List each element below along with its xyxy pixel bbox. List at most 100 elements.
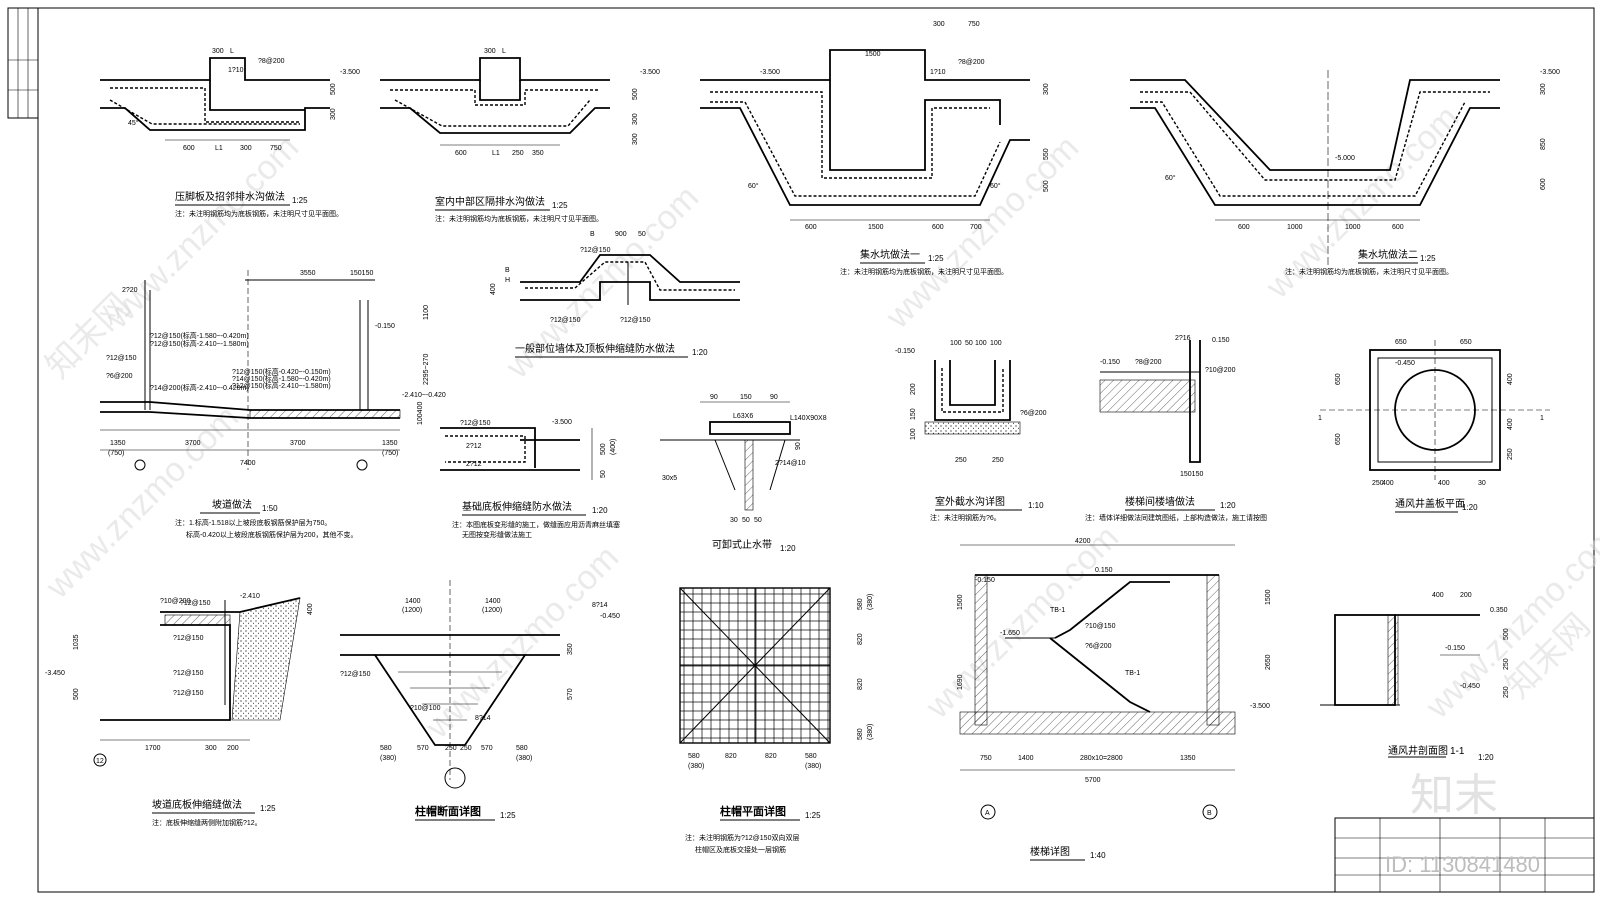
- svg-text:5700: 5700: [1085, 777, 1101, 784]
- svg-text:(1200): (1200): [482, 607, 502, 614]
- svg-text:?14@150(标高-1.580~-0.420m): ?14@150(标高-1.580~-0.420m): [232, 374, 331, 383]
- svg-text:400: 400: [1382, 480, 1394, 487]
- svg-text:1400: 1400: [405, 598, 421, 605]
- svg-text:200: 200: [227, 745, 239, 752]
- svg-text:注：未注明钢筋均为底板钢筋，未注明尺寸见平面图。: 注：未注明钢筋均为底板钢筋，未注明尺寸见平面图。: [1285, 267, 1453, 276]
- svg-text:注：未注明钢筋为?12@150双向双层: 注：未注明钢筋为?12@150双向双层: [685, 833, 799, 842]
- svg-text:?12@150: ?12@150: [580, 247, 611, 254]
- svg-text:7400: 7400: [240, 460, 256, 467]
- svg-text:L: L: [230, 48, 234, 55]
- svg-text:H: H: [505, 277, 510, 284]
- svg-text:150: 150: [740, 394, 752, 401]
- svg-text:8?14: 8?14: [592, 602, 608, 609]
- svg-text:1100: 1100: [423, 305, 430, 320]
- svg-text:1035: 1035: [73, 634, 80, 650]
- svg-text:570: 570: [567, 688, 574, 700]
- svg-text:650: 650: [1460, 339, 1472, 346]
- svg-text:(400): (400): [610, 439, 617, 455]
- svg-text:?8@200: ?8@200: [958, 59, 985, 66]
- svg-text:0.150: 0.150: [1212, 337, 1230, 344]
- svg-text:B: B: [1207, 810, 1212, 817]
- svg-text:820: 820: [857, 678, 864, 690]
- svg-text:?8@200: ?8@200: [258, 58, 285, 65]
- svg-text:350: 350: [567, 643, 574, 655]
- svg-text:400: 400: [1432, 592, 1444, 599]
- svg-text:600: 600: [455, 150, 467, 157]
- svg-text:?10@200: ?10@200: [160, 598, 191, 605]
- svg-text:250: 250: [445, 745, 457, 752]
- svg-text:-0.450: -0.450: [600, 613, 620, 620]
- svg-text:注：未注明钢筋为?6。: 注：未注明钢筋为?6。: [930, 513, 1001, 522]
- svg-text:1500: 1500: [957, 594, 964, 610]
- svg-text:300: 300: [632, 113, 639, 125]
- detail-title: 柱帽断面详图: [415, 804, 481, 818]
- svg-text:90: 90: [710, 394, 718, 401]
- detail-ramp-joint: 1035 500 1700 300 200 400 ?10@200 ?12@15…: [45, 593, 314, 827]
- svg-text:650: 650: [1395, 339, 1407, 346]
- svg-text:400: 400: [307, 603, 314, 615]
- detail-title: 集水坑做法二: [1358, 248, 1418, 261]
- svg-text:900: 900: [615, 231, 627, 238]
- svg-text:850: 850: [1540, 138, 1547, 150]
- svg-text:500: 500: [600, 443, 607, 455]
- svg-text:400: 400: [490, 283, 497, 295]
- svg-text:2?14@10: 2?14@10: [775, 460, 806, 467]
- svg-text:45°: 45°: [128, 119, 139, 127]
- svg-text:1:20: 1:20: [1220, 501, 1236, 510]
- detail-title: 可卸式止水带: [712, 538, 772, 551]
- svg-text:-3.500: -3.500: [640, 69, 660, 76]
- svg-text:?12@150: ?12@150: [180, 600, 211, 607]
- svg-text:1000: 1000: [1287, 224, 1303, 231]
- svg-text:(380): (380): [805, 763, 821, 770]
- svg-text:150150: 150150: [1180, 471, 1203, 478]
- svg-text:L1: L1: [215, 145, 223, 152]
- svg-text:820: 820: [857, 633, 864, 645]
- svg-text:400: 400: [1507, 418, 1514, 430]
- detail-trench-2: 600 L1 250 350 300 L 500 300 300 -3.500 …: [380, 48, 660, 223]
- svg-text:1:20: 1:20: [1478, 753, 1494, 762]
- svg-text:0.150: 0.150: [1095, 567, 1113, 574]
- detail-stair-wall: 150150 2?16 0.150 -0.150 ?8@200 ?10@200 …: [1085, 335, 1267, 522]
- svg-text:-0.150: -0.150: [1100, 359, 1120, 366]
- svg-text:?14@200(标高-2.410~-0.420m): ?14@200(标高-2.410~-0.420m): [150, 383, 249, 392]
- svg-text:30x5: 30x5: [662, 475, 677, 482]
- svg-text:注：未注明钢筋均为底板钢筋，未注明尺寸见平面图。: 注：未注明钢筋均为底板钢筋，未注明尺寸见平面图。: [175, 209, 343, 218]
- svg-text:50: 50: [965, 340, 973, 347]
- detail-outdoor-drain: 100 50 100 100 200 150 100 250 250 -0.15…: [895, 340, 1047, 522]
- svg-text:B: B: [505, 267, 510, 274]
- detail-trench-1: 600 L1 300 750 300 L 500 300 45° ?8@200 …: [100, 48, 360, 218]
- svg-text:650: 650: [1335, 433, 1342, 445]
- svg-text:50: 50: [638, 231, 646, 238]
- svg-text:1: 1: [1540, 415, 1544, 422]
- svg-text:12: 12: [96, 758, 104, 765]
- svg-text:1:20: 1:20: [692, 348, 708, 357]
- detail-title: 集水坑做法一: [860, 248, 920, 261]
- svg-text:100: 100: [950, 340, 962, 347]
- svg-text:B: B: [590, 231, 595, 238]
- svg-text:750: 750: [968, 21, 980, 28]
- detail-vent-section: 400 200 500 250 250 0.350 -0.150 -0.450 …: [1320, 592, 1510, 762]
- detail-sump-1: 600 1500 600 700 1500 300 750 300 550 50…: [700, 21, 1050, 276]
- svg-text:?6@200: ?6@200: [1085, 643, 1112, 650]
- svg-text:8?14: 8?14: [475, 715, 491, 722]
- watermark-text: www.znzmo.com: [418, 538, 626, 746]
- svg-text:注：本图底板变形缝的施工，做缝面应用沥青麻丝填塞: 注：本图底板变形缝的施工，做缝面应用沥青麻丝填塞: [452, 520, 620, 529]
- svg-text:600: 600: [183, 145, 195, 152]
- svg-text:2?12: 2?12: [466, 461, 482, 468]
- svg-text:50: 50: [742, 517, 750, 524]
- svg-text:L1: L1: [492, 150, 500, 157]
- svg-text:柱帽区及底板交接处一层钢筋: 柱帽区及底板交接处一层钢筋: [695, 845, 786, 854]
- svg-text:?12@150(标高-1.580~-0.420m): ?12@150(标高-1.580~-0.420m): [150, 331, 249, 340]
- watermark-text: 知末网: [39, 287, 138, 386]
- svg-text:1350: 1350: [382, 440, 398, 447]
- svg-text:1:20: 1:20: [1462, 503, 1478, 512]
- svg-text:(380): (380): [688, 763, 704, 770]
- svg-text:?10@200: ?10@200: [1205, 367, 1236, 374]
- svg-text:-0.150: -0.150: [975, 577, 995, 584]
- svg-text:?8@200: ?8@200: [1135, 359, 1162, 366]
- svg-text:60°: 60°: [748, 182, 759, 190]
- svg-text:1400: 1400: [1018, 755, 1034, 762]
- detail-column-cap-section: 1400 1400 (1200) (1200) 580 570 250 250 …: [340, 580, 620, 821]
- svg-text:300: 300: [240, 145, 252, 152]
- svg-text:?12@150: ?12@150: [460, 420, 491, 427]
